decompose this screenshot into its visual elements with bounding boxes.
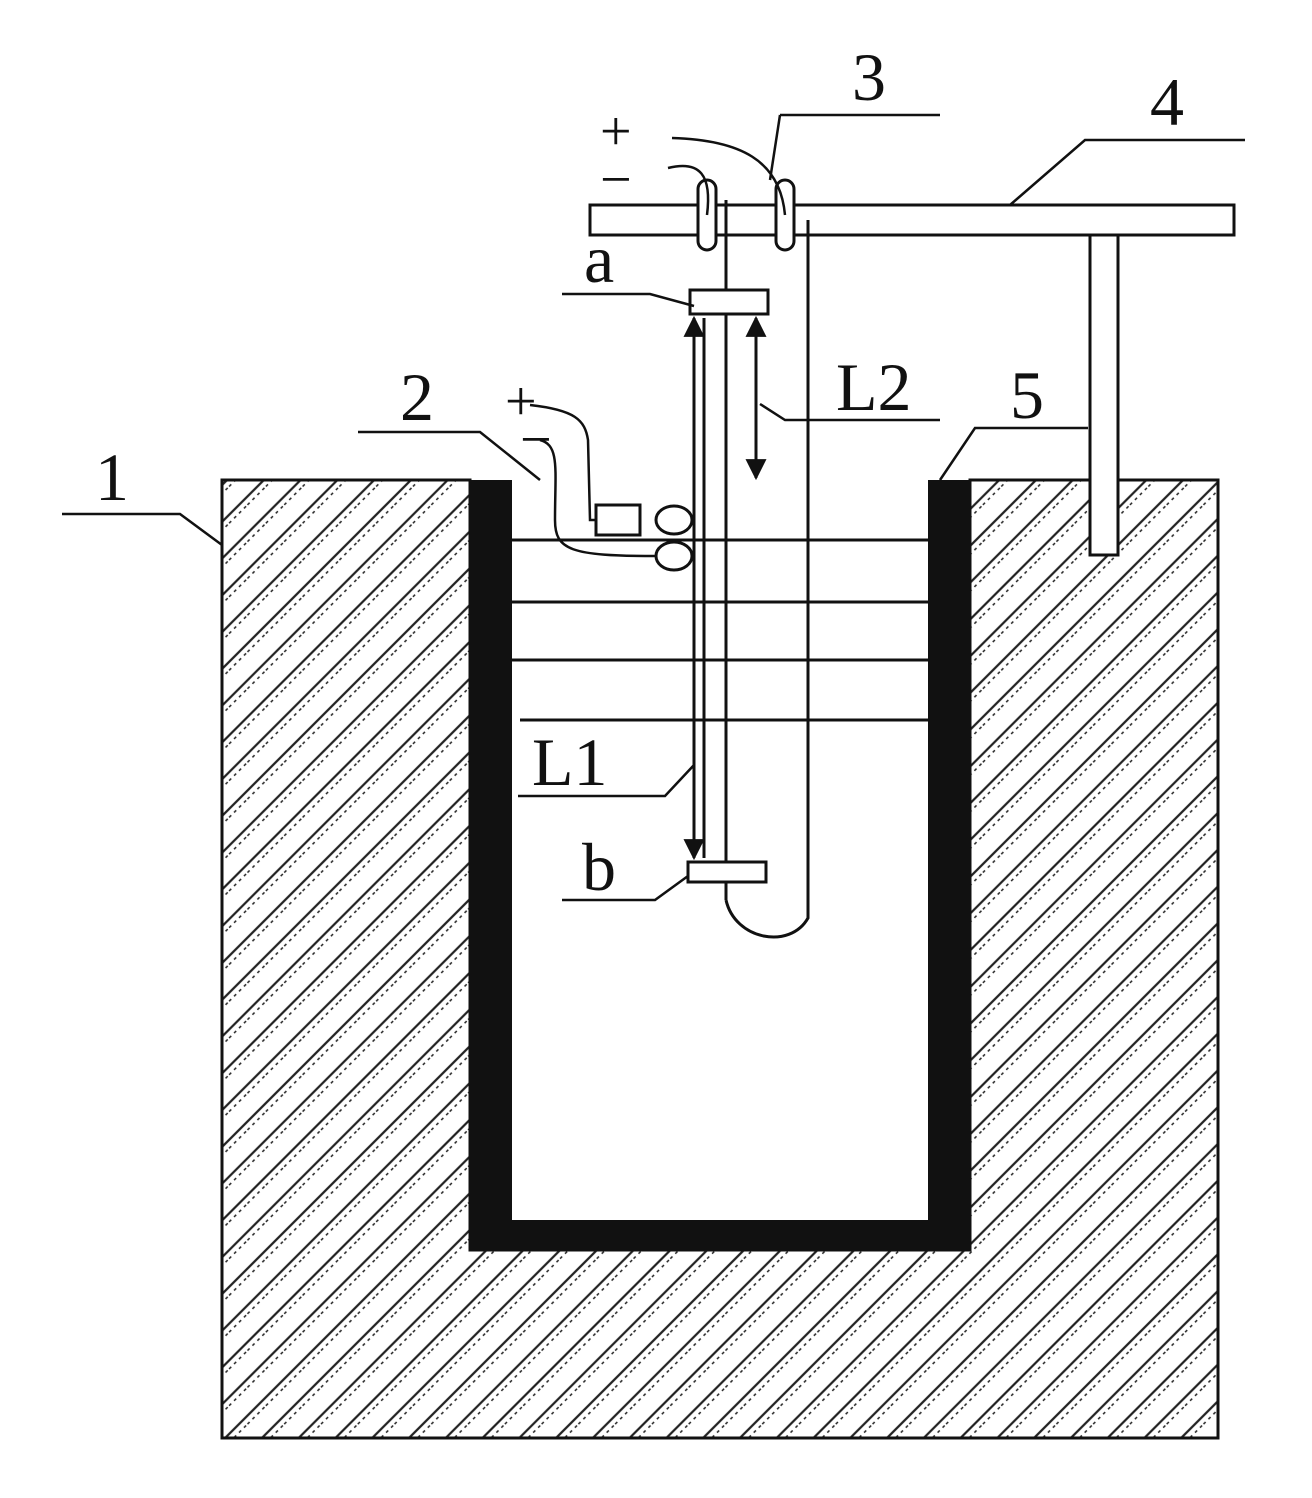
label-part-2: 2 bbox=[400, 359, 434, 435]
label-dimension-l1: L1 bbox=[532, 724, 608, 800]
probe-wire bbox=[724, 200, 810, 939]
dimension-l1 bbox=[683, 315, 706, 861]
label-point-a: a bbox=[584, 221, 614, 297]
label-dimension-l2: L2 bbox=[836, 349, 912, 425]
sign-side-minus: − bbox=[520, 409, 552, 471]
outer-body bbox=[220, 478, 1220, 1440]
layer-lines bbox=[512, 538, 928, 722]
crucible-wall bbox=[470, 480, 970, 1250]
leader-lines bbox=[62, 113, 1245, 902]
sign-top-plus: + bbox=[600, 101, 632, 163]
electrode-loops bbox=[667, 136, 796, 252]
label-part-5: 5 bbox=[1010, 357, 1044, 433]
label-point-b: b bbox=[582, 829, 616, 905]
sign-side-plus: + bbox=[505, 371, 537, 433]
sign-top-minus: − bbox=[600, 149, 632, 211]
plate-a bbox=[688, 288, 770, 316]
side-sensor bbox=[529, 403, 694, 572]
label-part-1: 1 bbox=[95, 439, 129, 515]
label-part-3: 3 bbox=[852, 39, 886, 115]
label-part-4: 4 bbox=[1150, 64, 1184, 140]
plate-b bbox=[686, 860, 768, 884]
